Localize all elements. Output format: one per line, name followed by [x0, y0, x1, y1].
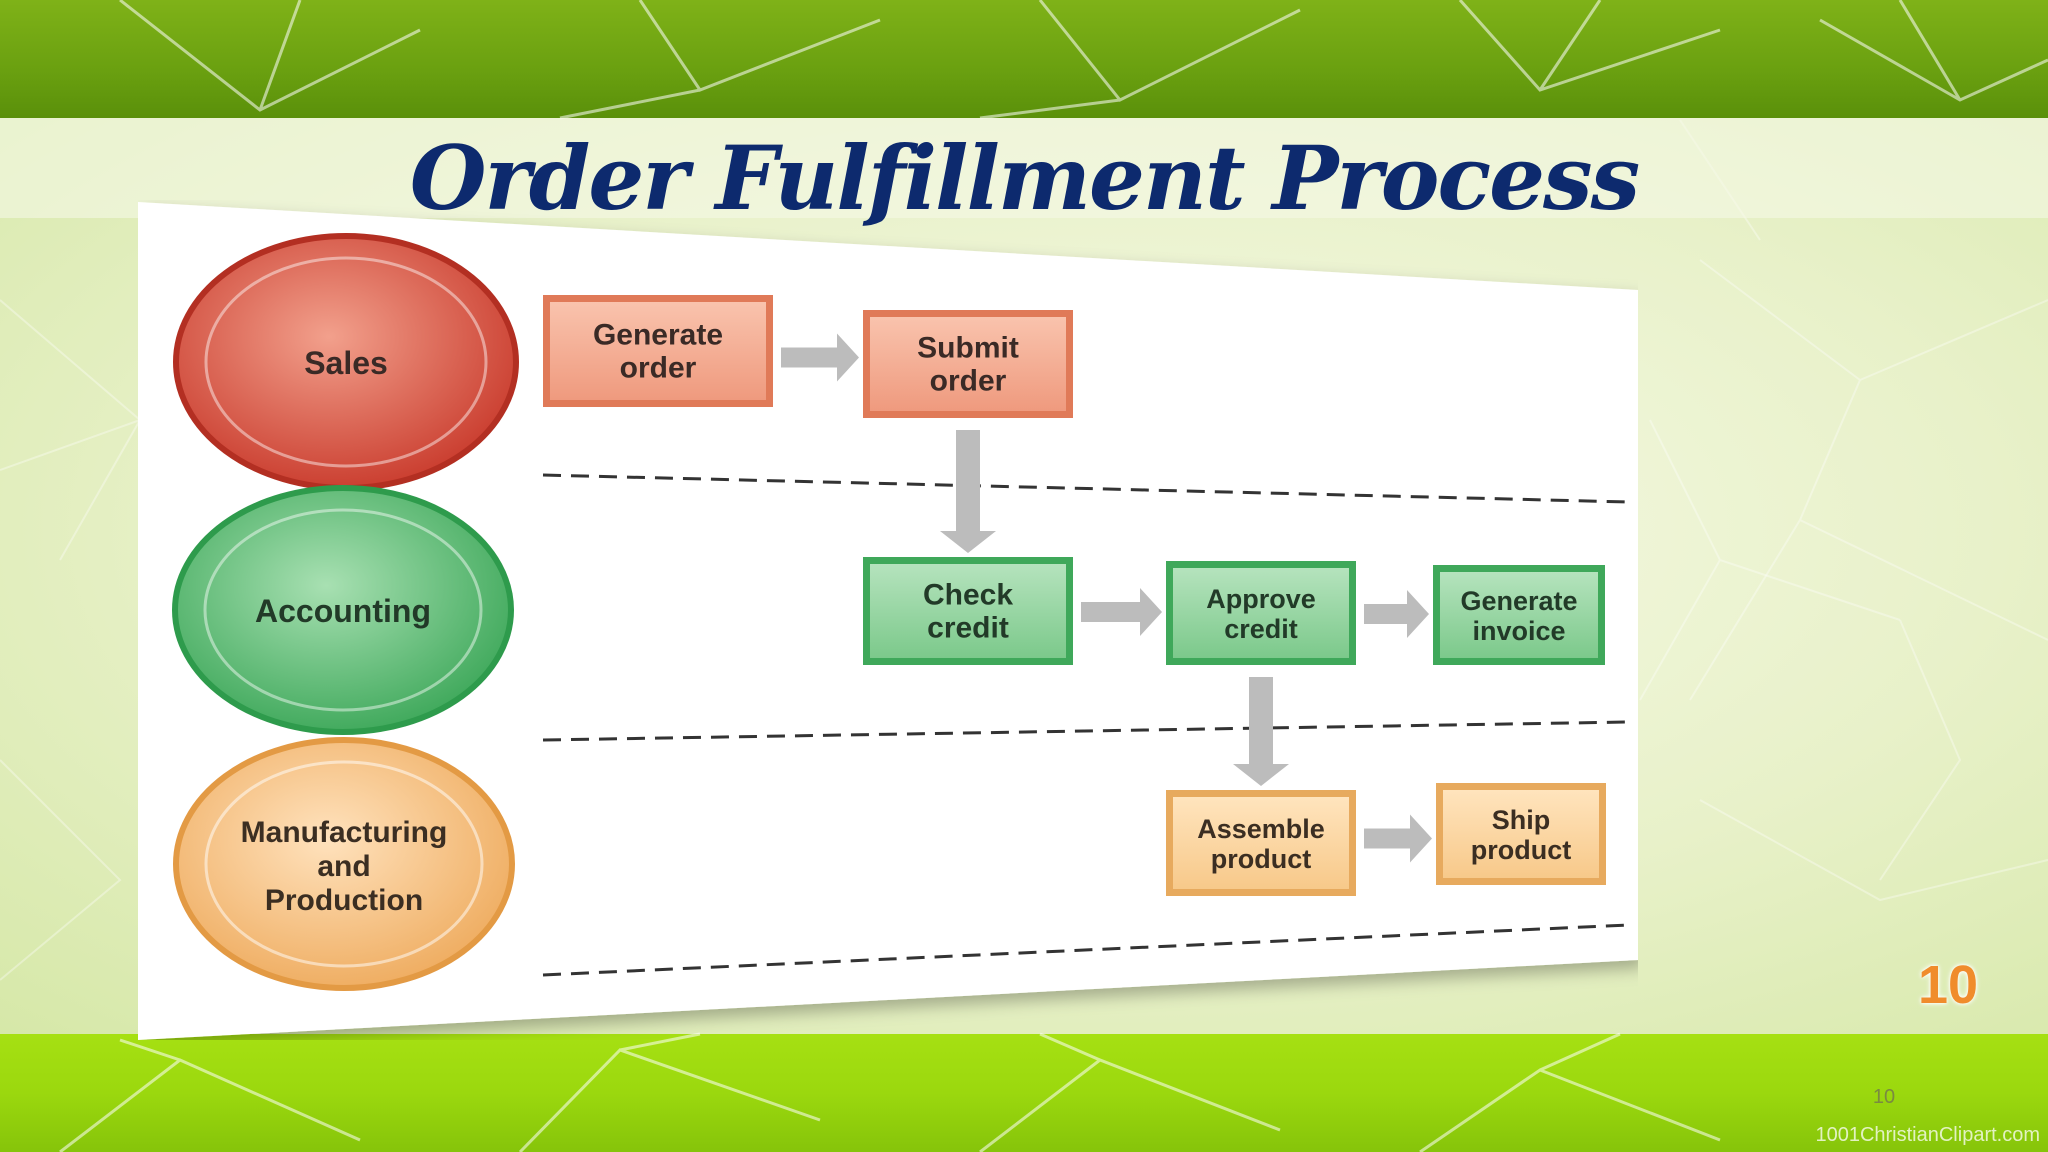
- page-number-small: 10: [1872, 1086, 1896, 1108]
- arrow-generate-order-to-submit-order: [781, 333, 859, 382]
- watermark: 1001ChristianClipart.com: [1815, 1124, 2040, 1146]
- title-band: [0, 118, 2048, 218]
- lane-label-accounting: Accounting: [255, 593, 431, 629]
- arrow-submit-order-to-check-credit: [940, 430, 996, 553]
- top-decorative-band: [0, 0, 2048, 118]
- slide-title: Order Fulfillment Process: [409, 126, 1640, 230]
- flow-arrows: [781, 333, 1432, 863]
- lane-sales: Sales: [173, 233, 519, 491]
- arrow-check-credit-to-approve-credit: [1081, 588, 1162, 636]
- lane-accounting: Accounting: [172, 485, 514, 735]
- lane-label-sales: Sales: [304, 345, 388, 381]
- lane-separators: [542, 473, 1629, 977]
- page-number-large: 10: [1918, 955, 1979, 1015]
- arrow-approve-credit-to-assemble-product: [1233, 677, 1289, 786]
- arrow-assemble-product-to-ship-product: [1364, 814, 1432, 863]
- arrow-approve-credit-to-generate-invoice: [1364, 590, 1429, 638]
